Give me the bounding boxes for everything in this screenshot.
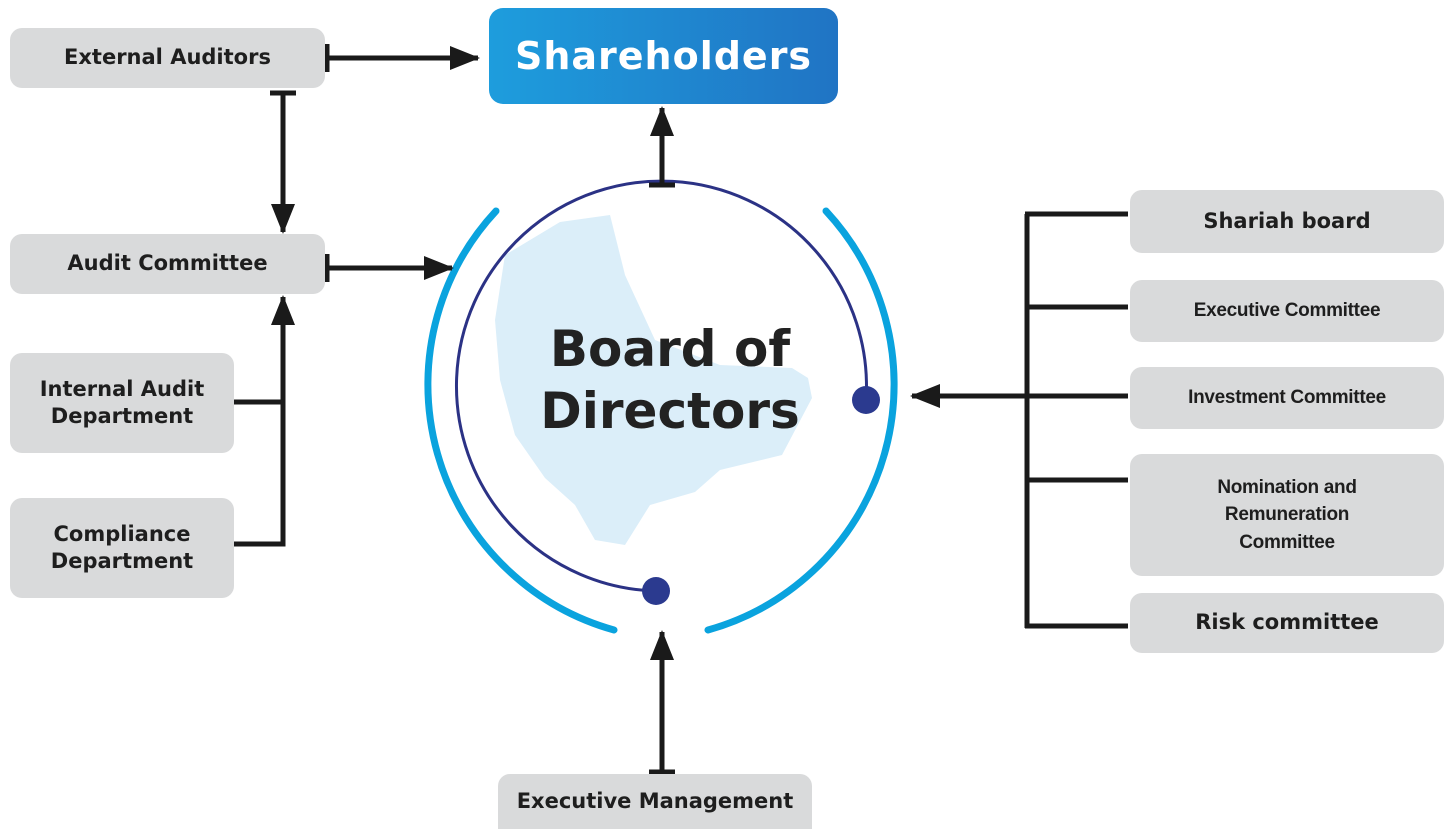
nomination-remuneration-committee-node: Nomination and Remuneration Committee <box>1130 454 1444 576</box>
map-silhouette <box>495 215 812 545</box>
executive-committee-label: Executive Committee <box>1193 299 1381 321</box>
external-auditors-node: External Auditors <box>10 28 325 88</box>
internal-audit-department-node: Internal Audit Department <box>10 353 234 453</box>
nomination-label-line3: Committee <box>1239 531 1335 553</box>
investment-committee-node: Investment Committee <box>1130 367 1444 429</box>
board-of-directors-label: Board of Directors <box>470 318 870 442</box>
audit-committee-label: Audit Committee <box>67 251 268 276</box>
shariah-board-node: Shariah board <box>1130 190 1444 253</box>
compliance-label-line2: Department <box>50 549 194 573</box>
executive-committee-node: Executive Committee <box>1130 280 1444 342</box>
board-title-line1: Board of <box>549 320 791 378</box>
nomination-label-line2: Remuneration <box>1224 504 1350 526</box>
executive-management-node: Executive Management <box>498 774 812 829</box>
shareholders-label: Shareholders <box>514 34 813 78</box>
risk-committee-node: Risk committee <box>1130 593 1444 653</box>
audit-committee-node: Audit Committee <box>10 234 325 294</box>
compliance-department-node: Compliance Department <box>10 498 234 598</box>
shariah-board-label: Shariah board <box>1203 208 1371 233</box>
board-title-line2: Directors <box>540 382 800 440</box>
internal-audit-label-line1: Internal Audit <box>39 376 205 401</box>
risk-committee-label: Risk committee <box>1195 610 1379 635</box>
compliance-label-line1: Compliance <box>53 521 191 546</box>
external-auditors-label: External Auditors <box>64 45 271 70</box>
executive-management-label: Executive Management <box>516 788 794 813</box>
internal-audit-label-line2: Department <box>50 404 194 428</box>
inner-ring-dot-right <box>852 386 880 414</box>
connector-internal-compliance-to-audit-committee <box>234 399 286 547</box>
inner-ring-dot-bottom <box>642 577 670 605</box>
shareholders-node: Shareholders <box>489 8 838 104</box>
nomination-label-line1: Nomination and <box>1217 476 1357 498</box>
inner-ring <box>455 179 868 593</box>
outer-ring-right-arc <box>704 207 898 634</box>
investment-committee-label: Investment Committee <box>1188 386 1386 408</box>
